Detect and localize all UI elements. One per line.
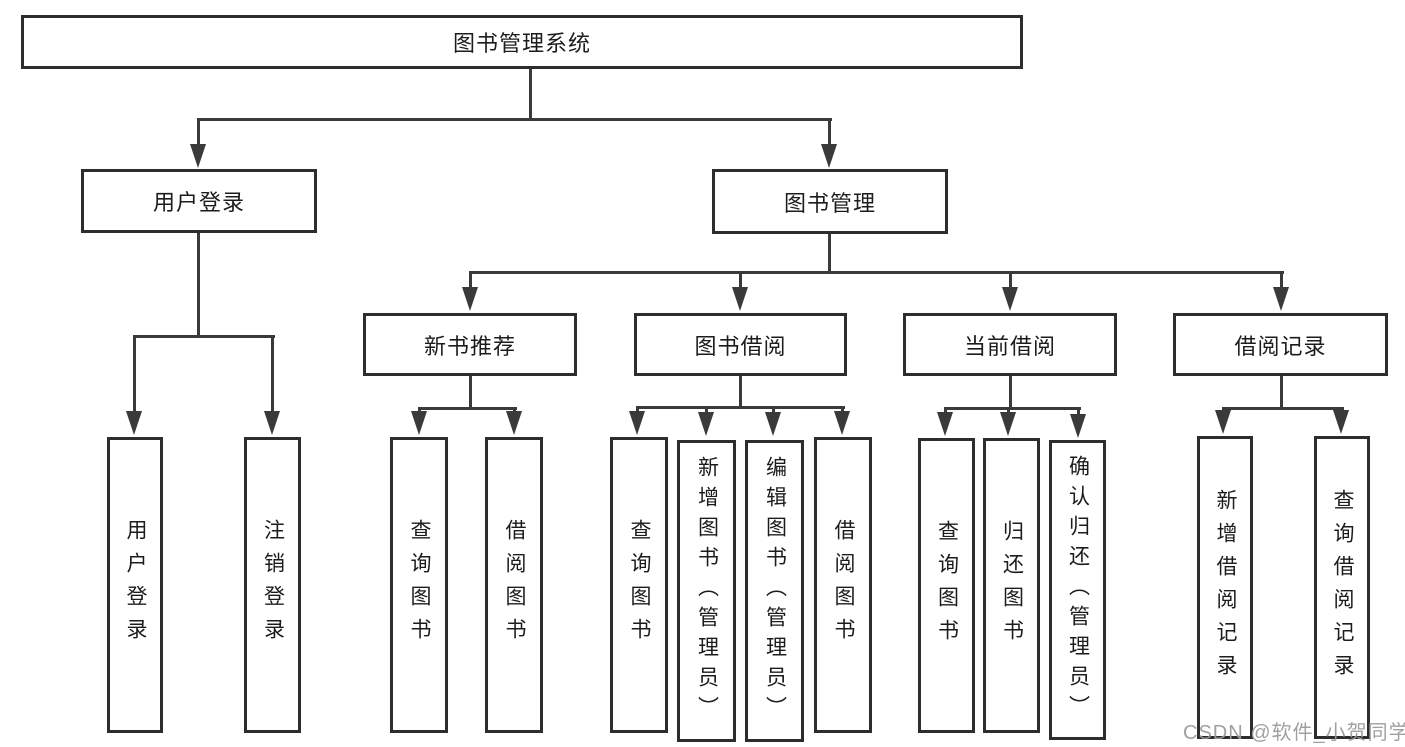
connector <box>772 406 775 414</box>
leaf-query-books-current: 查询图书 <box>918 438 975 733</box>
leaf-user-login: 用户登录 <box>107 437 163 733</box>
leaf-logout: 注销登录 <box>244 437 301 733</box>
connector <box>133 335 136 415</box>
connector <box>1223 407 1344 410</box>
leaf-query-borrow-record: 查询借阅记录 <box>1314 436 1370 739</box>
node-book-borrow: 图书借阅 <box>634 313 847 376</box>
leaf-borrow-books: 借阅图书 <box>814 437 872 733</box>
node-book-management: 图书管理 <box>712 169 948 234</box>
connector <box>419 407 517 410</box>
connector <box>470 271 1284 274</box>
connector <box>828 118 831 147</box>
arrowhead-icon <box>698 412 714 436</box>
arrowhead-icon <box>821 144 837 168</box>
connector <box>198 118 832 121</box>
leaf-confirm-return-admin: 确认归还（管理员） <box>1049 440 1106 740</box>
connector <box>637 406 845 409</box>
arrowhead-icon <box>732 287 748 311</box>
node-user-login: 用户登录 <box>81 169 317 233</box>
arrowhead-icon <box>1070 414 1086 438</box>
connector <box>739 271 742 289</box>
arrowhead-icon <box>834 411 850 435</box>
connector <box>828 234 831 271</box>
arrowhead-icon <box>629 411 645 435</box>
connector <box>1009 376 1012 407</box>
node-current-borrow: 当前借阅 <box>903 313 1117 376</box>
arrowhead-icon <box>765 412 781 436</box>
connector <box>705 406 708 414</box>
connector <box>636 406 639 414</box>
leaf-return-books: 归还图书 <box>983 438 1040 733</box>
leaf-borrow-books-recommend: 借阅图书 <box>485 437 543 733</box>
connector <box>1009 271 1012 289</box>
leaf-query-books-borrow: 查询图书 <box>610 437 668 733</box>
arrowhead-icon <box>411 411 427 435</box>
connector <box>1007 407 1010 415</box>
connector <box>271 335 274 415</box>
arrowhead-icon <box>937 412 953 436</box>
connector <box>197 233 200 335</box>
leaf-add-borrow-record: 新增借阅记录 <box>1197 436 1253 739</box>
connector <box>1280 376 1283 407</box>
arrowhead-icon <box>126 411 142 435</box>
arrowhead-icon <box>1215 410 1231 434</box>
connector <box>944 407 947 415</box>
arrowhead-icon <box>506 411 522 435</box>
connector <box>469 271 472 289</box>
connector <box>841 406 844 414</box>
arrowhead-icon <box>462 287 478 311</box>
arrowhead-icon <box>190 144 206 168</box>
arrowhead-icon <box>1000 412 1016 436</box>
connector <box>197 118 200 147</box>
connector <box>134 335 275 338</box>
arrowhead-icon <box>1002 287 1018 311</box>
leaf-query-books-recommend: 查询图书 <box>390 437 448 733</box>
arrowhead-icon <box>264 411 280 435</box>
connector <box>1077 407 1080 415</box>
connector <box>1280 271 1283 289</box>
leaf-add-books-admin: 新增图书（管理员） <box>677 440 736 742</box>
arrowhead-icon <box>1333 410 1349 434</box>
connector <box>739 376 742 406</box>
connector <box>469 376 472 407</box>
root-node-library-system: 图书管理系统 <box>21 15 1023 69</box>
watermark-text: CSDN @软件_小贺同学 <box>1183 722 1405 744</box>
node-borrow-records: 借阅记录 <box>1173 313 1388 376</box>
connector <box>529 69 532 118</box>
leaf-edit-books-admin: 编辑图书（管理员） <box>745 440 804 742</box>
node-new-book-recommend: 新书推荐 <box>363 313 577 376</box>
connector <box>945 407 1081 410</box>
arrowhead-icon <box>1273 287 1289 311</box>
